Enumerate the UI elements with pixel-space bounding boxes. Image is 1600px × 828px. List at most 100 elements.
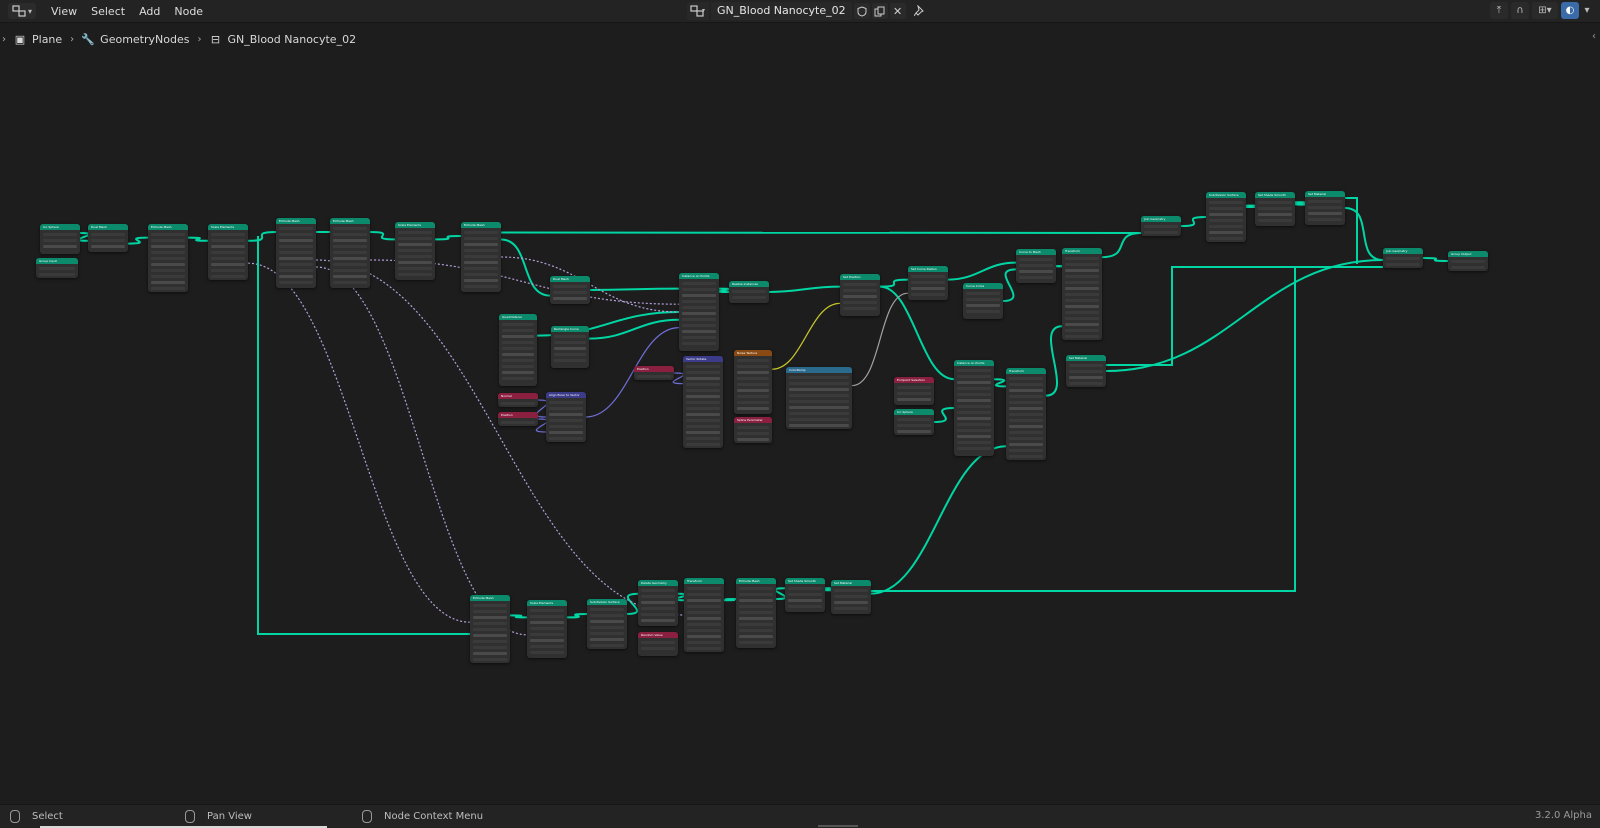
snap-toggle[interactable]: ∩	[1511, 2, 1529, 19]
node-group-input[interactable]: Group Input	[36, 258, 78, 278]
menu-view[interactable]: View	[51, 4, 78, 18]
node-header[interactable]: Extrude Mesh	[276, 218, 316, 224]
node-header[interactable]: Set Shade Smooth	[785, 578, 825, 584]
pin-button[interactable]	[912, 3, 928, 19]
node-header[interactable]: Realize Instances	[729, 281, 769, 287]
node-header[interactable]: Set Curve Radius	[908, 266, 948, 272]
node-header[interactable]: Subdivision Surface	[587, 599, 627, 605]
node-header[interactable]: Subdivision Surface	[1206, 192, 1246, 198]
node-header[interactable]: Normal	[498, 393, 538, 399]
node-dual-mesh[interactable]: Dual Mesh	[88, 224, 128, 252]
node-join-geometry[interactable]: Join Geometry	[1383, 248, 1423, 268]
editor-type-button[interactable]: ▾	[8, 3, 37, 19]
node-header[interactable]: Join Geometry	[1383, 248, 1423, 254]
snap-options-dropdown[interactable]: ⊞▾	[1532, 2, 1558, 19]
parent-node-tree-button[interactable]: ⤒	[1490, 2, 1508, 19]
node-header[interactable]: Transform	[1006, 368, 1046, 374]
node-subdivision-surface[interactable]: Subdivision Surface	[1206, 192, 1246, 242]
node-random-value[interactable]: Random Value	[638, 632, 678, 656]
overlays-toggle[interactable]: ◐	[1561, 2, 1579, 19]
node-header[interactable]: Spline Parameter	[734, 417, 772, 423]
menu-select[interactable]: Select	[91, 4, 126, 18]
node-header[interactable]: Position	[498, 412, 538, 418]
node-noise-texture[interactable]: Noise Texture	[734, 350, 772, 414]
node-header[interactable]: Quadrilateral	[499, 314, 537, 320]
node-ico-sphere[interactable]: Ico Sphere	[40, 224, 80, 254]
menu-add[interactable]: Add	[139, 4, 161, 18]
node-header[interactable]: Position	[634, 366, 674, 372]
menu-node[interactable]: Node	[174, 4, 204, 18]
node-header[interactable]: Vector Rotate	[683, 356, 723, 362]
node-header[interactable]: Scale Elements	[527, 600, 567, 606]
node-ico-sphere[interactable]: Ico Sphere	[894, 409, 934, 435]
node-header[interactable]: Extrude Mesh	[330, 218, 370, 224]
node-header[interactable]: Set Material	[1066, 355, 1106, 361]
node-instance-on-points[interactable]: Instance on Points	[954, 360, 994, 456]
node-header[interactable]: Group Output	[1448, 251, 1488, 257]
node-set-curve-radius[interactable]: Set Curve Radius	[908, 266, 948, 300]
node-header[interactable]: Extrude Mesh	[461, 222, 501, 228]
node-align-euler-to-vector[interactable]: Align Euler to Vector	[546, 392, 586, 442]
node-header[interactable]: Ico Sphere	[894, 409, 934, 415]
node-set-shade-smooth[interactable]: Set Shade Smooth	[785, 578, 825, 612]
breadcrumb-object[interactable]: ▣ Plane	[14, 33, 62, 46]
node-spline-parameter[interactable]: Spline Parameter	[734, 417, 772, 443]
node-position[interactable]: Position	[498, 412, 538, 426]
node-position[interactable]: Position	[634, 366, 674, 380]
node-join-geometry[interactable]: Join Geometry	[1141, 216, 1181, 236]
node-subdivision-surface[interactable]: Subdivision Surface	[587, 599, 627, 649]
node-normal[interactable]: Normal	[498, 393, 538, 407]
duplicate-button[interactable]	[871, 3, 888, 19]
node-extrude-mesh[interactable]: Extrude Mesh	[330, 218, 370, 288]
node-header[interactable]: Set Position	[840, 274, 880, 280]
node-realize-instances[interactable]: Realize Instances	[729, 281, 769, 303]
node-extrude-mesh[interactable]: Extrude Mesh	[470, 595, 510, 663]
node-header[interactable]: Transform	[684, 578, 724, 584]
node-header[interactable]: Noise Texture	[734, 350, 772, 356]
node-tree-name[interactable]: GN_Blood Nanocyte_02	[711, 2, 852, 20]
node-instance-on-points[interactable]: Instance on Points	[679, 273, 719, 351]
node-extrude-mesh[interactable]: Extrude Mesh	[736, 578, 776, 648]
node-set-shade-smooth[interactable]: Set Shade Smooth	[1255, 192, 1295, 226]
node-delete-geometry[interactable]: Delete Geometry	[638, 580, 678, 626]
node-transform[interactable]: Transform	[684, 578, 724, 652]
node-header[interactable]: Dual Mesh	[550, 276, 590, 282]
node-header[interactable]: Set Material	[1305, 191, 1345, 197]
node-header[interactable]: Instance on Points	[679, 273, 719, 279]
node-group-output[interactable]: Group Output	[1448, 251, 1488, 271]
node-transform[interactable]: Transform	[1062, 248, 1102, 340]
fake-user-button[interactable]	[853, 3, 870, 19]
node-vector-rotate[interactable]: Vector Rotate	[683, 356, 723, 448]
node-dual-mesh[interactable]: Dual Mesh	[550, 276, 590, 304]
node-header[interactable]: Instance on Points	[954, 360, 994, 366]
node-curve-to-mesh[interactable]: Curve to Mesh	[1016, 249, 1056, 283]
node-header[interactable]: Group Input	[36, 258, 78, 264]
node-header[interactable]: Set Shade Smooth	[1255, 192, 1295, 198]
node-extrude-mesh[interactable]: Extrude Mesh	[276, 218, 316, 288]
node-header[interactable]: Delete Geometry	[638, 580, 678, 586]
node-rectangle-curve[interactable]: Rectangle Curve	[551, 326, 589, 368]
node-header[interactable]: Align Euler to Vector	[546, 392, 586, 398]
node-header[interactable]: Extrude Mesh	[148, 224, 188, 230]
node-transform[interactable]: Transform	[1006, 368, 1046, 460]
node-tree-browse-button[interactable]: ▾	[687, 2, 709, 20]
node-header[interactable]: Ico Sphere	[40, 224, 80, 230]
node-set-material[interactable]: Set Material	[831, 580, 871, 614]
node-extrude-mesh[interactable]: Extrude Mesh	[148, 224, 188, 292]
node-tree-selector[interactable]: ▾ GN_Blood Nanocyte_02 ✕	[687, 2, 928, 20]
unlink-button[interactable]: ✕	[889, 3, 906, 19]
node-scale-elements[interactable]: Scale Elements	[527, 600, 567, 658]
node-colorramp[interactable]: ColorRamp	[786, 367, 852, 429]
node-extrude-mesh[interactable]: Extrude Mesh	[461, 222, 501, 292]
node-header[interactable]: Curve to Mesh	[1016, 249, 1056, 255]
breadcrumb-node-tree[interactable]: ⊟ GN_Blood Nanocyte_02	[209, 33, 356, 46]
sidebar-toggle-icon[interactable]: ‹	[1592, 31, 1596, 42]
node-header[interactable]: Set Material	[831, 580, 871, 586]
node-set-position[interactable]: Set Position	[840, 274, 880, 316]
node-header[interactable]: Endpoint Selection	[894, 377, 934, 383]
scrollbar[interactable]	[818, 825, 858, 827]
node-scale-elements[interactable]: Scale Elements	[395, 222, 435, 280]
node-header[interactable]: Scale Elements	[395, 222, 435, 228]
node-header[interactable]: Extrude Mesh	[736, 578, 776, 584]
